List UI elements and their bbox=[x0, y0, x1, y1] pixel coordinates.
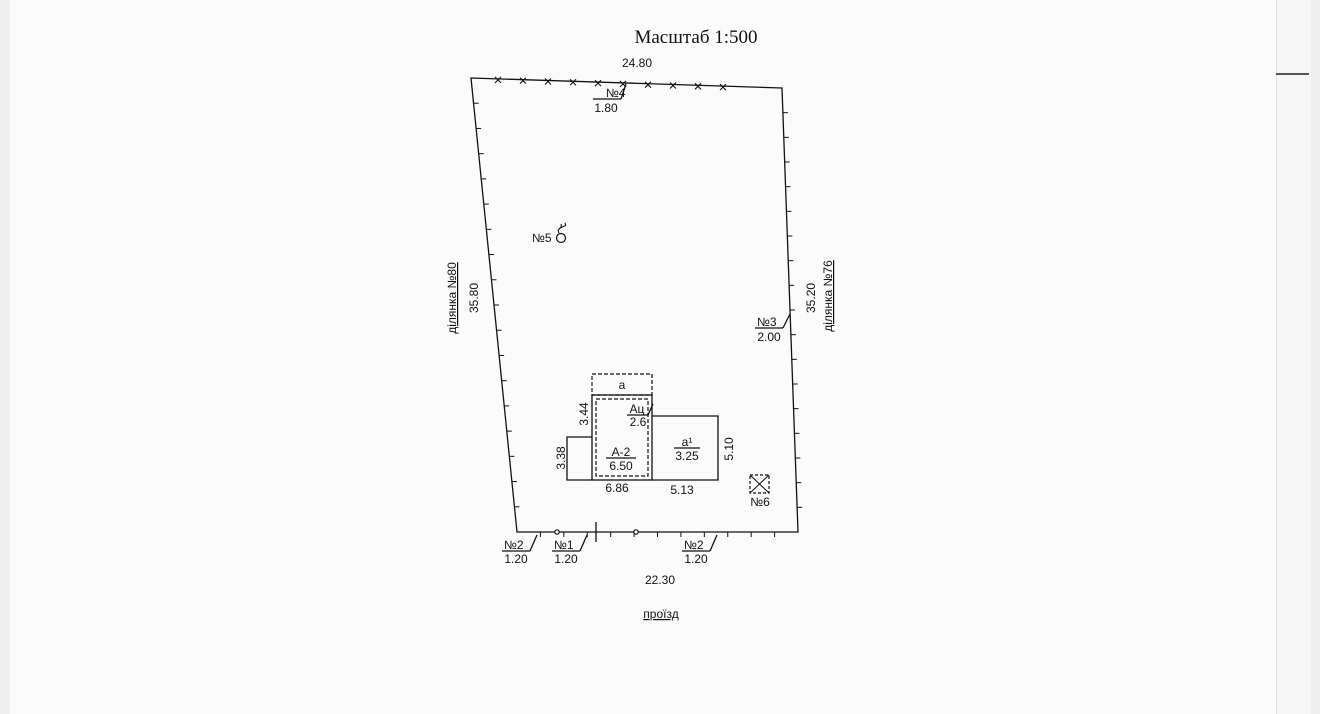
marker-2a-num: №2 bbox=[504, 538, 524, 552]
dim-513: 5.13 bbox=[670, 483, 694, 497]
margin-mark bbox=[1276, 73, 1309, 75]
dim-left: 35.80 bbox=[467, 283, 481, 313]
neighbor-bottom: проїзд bbox=[643, 607, 678, 621]
fence-marks bbox=[494, 76, 727, 91]
dim-top: 24.80 bbox=[622, 56, 652, 70]
marker-1-leader bbox=[579, 534, 588, 552]
document-page bbox=[10, 0, 1310, 714]
veranda-label: а bbox=[619, 378, 626, 392]
dim-510: 5.10 bbox=[722, 437, 736, 461]
marker-4-num: №4 bbox=[606, 86, 626, 100]
annex-value: 3.25 bbox=[675, 449, 699, 463]
dim-338: 3.38 bbox=[554, 446, 568, 470]
scale-title: Масштаб 1:500 bbox=[634, 27, 757, 48]
marker-4-val: 1.80 bbox=[594, 101, 618, 115]
annex-outline bbox=[652, 415, 719, 481]
fence-cross-icon bbox=[694, 82, 702, 90]
dim-right: 35.20 bbox=[804, 283, 818, 313]
fence-cross-icon bbox=[669, 82, 677, 89]
dim-bottom: 22.30 bbox=[645, 573, 675, 587]
page-margin bbox=[1276, 0, 1311, 714]
marker-3-val: 2.00 bbox=[757, 330, 781, 344]
dim-686: 6.86 bbox=[605, 481, 629, 495]
tree-label: №5 bbox=[532, 231, 552, 245]
attic-value: 2.6 bbox=[630, 415, 647, 429]
dim-344: 3.44 bbox=[577, 402, 591, 426]
fence-cross-icon bbox=[519, 77, 527, 85]
attic-outline bbox=[595, 398, 649, 477]
gate-post-icon bbox=[633, 529, 639, 535]
marker-2b-num: №2 bbox=[684, 538, 704, 552]
marker-1-num: №1 bbox=[554, 538, 574, 552]
main-house-name: А-2 bbox=[612, 445, 631, 459]
tree-crown-icon bbox=[557, 222, 567, 234]
tree-icon bbox=[555, 232, 567, 244]
well-cross bbox=[749, 474, 770, 494]
fence-cross-icon bbox=[494, 76, 502, 84]
marker-3-leader bbox=[782, 313, 791, 329]
annex-name: а¹ bbox=[682, 435, 693, 449]
fence-cross-icon bbox=[644, 81, 652, 89]
marker-1-val: 1.20 bbox=[554, 552, 578, 566]
marker-3-num: №3 bbox=[757, 315, 777, 329]
fence-cross-icon bbox=[544, 78, 552, 85]
parcel-boundary bbox=[470, 77, 799, 533]
well-icon bbox=[749, 474, 770, 494]
marker-4-leader bbox=[620, 83, 627, 100]
marker-2b-val: 1.20 bbox=[684, 552, 708, 566]
marker-2b-leader bbox=[709, 534, 718, 552]
fence-cross-icon bbox=[569, 78, 577, 86]
gate-post-icon bbox=[554, 529, 560, 535]
attic-name: Ац bbox=[630, 402, 645, 416]
marker-2a-leader bbox=[529, 534, 538, 552]
fence-cross-icon bbox=[719, 83, 727, 91]
well-label: №6 bbox=[750, 495, 770, 509]
neighbor-left: ділянка №80 bbox=[445, 262, 459, 334]
fence-cross-icon bbox=[594, 79, 602, 87]
fence-cross-icon bbox=[619, 80, 627, 88]
main-house-value: 6.50 bbox=[609, 459, 633, 473]
boundary-ticks bbox=[473, 102, 803, 537]
porch-outline bbox=[566, 436, 592, 481]
marker-2a-val: 1.20 bbox=[504, 552, 528, 566]
neighbor-right: ділянка №76 bbox=[821, 260, 835, 332]
attic-leader bbox=[647, 403, 654, 416]
